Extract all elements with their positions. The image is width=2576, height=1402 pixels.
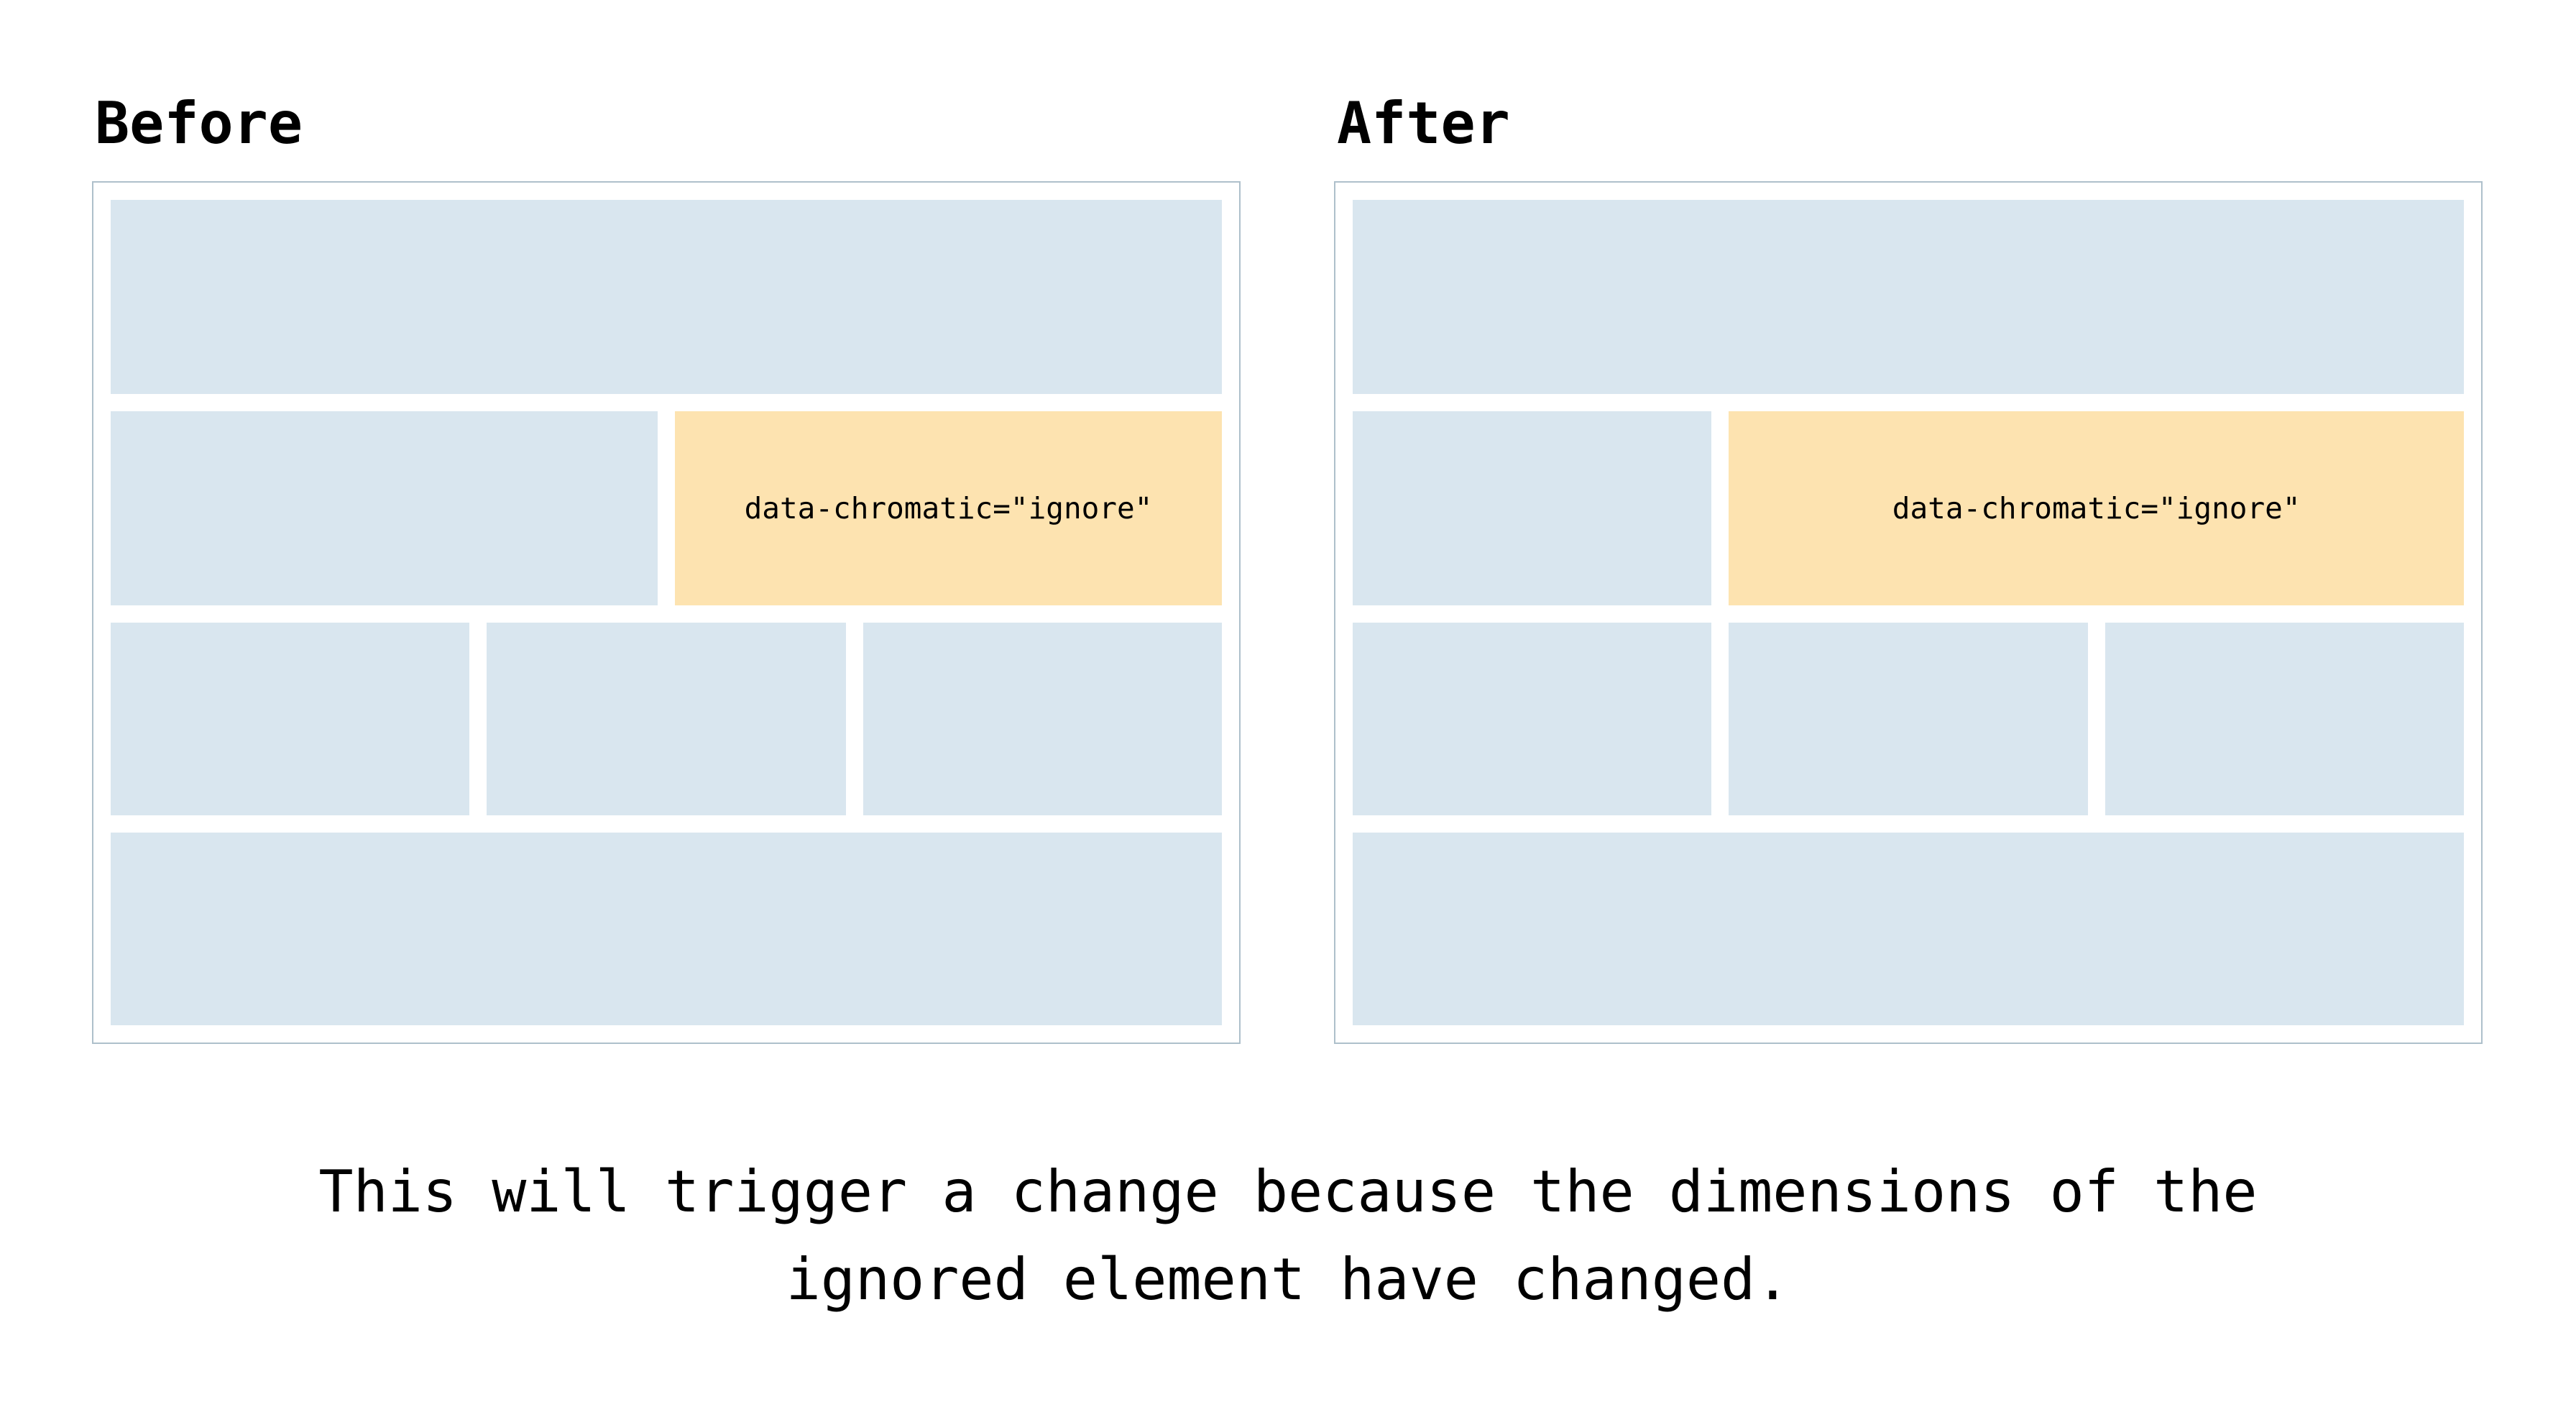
before-panel: data-chromatic="ignore": [92, 181, 1241, 1044]
panels-row: Before data-chromatic="ignore" After dat…: [92, 95, 2483, 1044]
caption-line-1: This will trigger a change because the d…: [318, 1158, 2258, 1225]
wireframe-hero-box: [1353, 200, 2464, 394]
wireframe-card-box: [1353, 623, 1712, 815]
ignore-attribute-label: data-chromatic="ignore": [744, 490, 1153, 526]
wireframe-left-box: [1353, 411, 1712, 605]
ignored-element-box: data-chromatic="ignore": [675, 411, 1222, 605]
figure-caption: This will trigger a change because the d…: [0, 1148, 2576, 1324]
before-section: Before data-chromatic="ignore": [92, 95, 1241, 1044]
ignored-element-box: data-chromatic="ignore": [1729, 411, 2464, 605]
caption-line-2: ignored element have changed.: [786, 1246, 1790, 1313]
wireframe-card-box: [111, 623, 470, 815]
wireframe-card-box: [2104, 623, 2464, 815]
wireframe-footer-box: [1353, 833, 2464, 1025]
wireframe-footer-box: [111, 833, 1222, 1025]
wireframe-card-box: [487, 623, 846, 815]
after-panel: data-chromatic="ignore": [1334, 181, 2483, 1044]
before-title: Before: [95, 90, 303, 157]
wireframe-left-box: [111, 411, 658, 605]
after-title: After: [1337, 90, 1510, 157]
wireframe-hero-box: [111, 200, 1222, 394]
after-section: After data-chromatic="ignore": [1334, 95, 2483, 1044]
ignore-attribute-label: data-chromatic="ignore": [1892, 490, 2301, 526]
wireframe-card-box: [1729, 623, 2088, 815]
wireframe-card-box: [862, 623, 1222, 815]
